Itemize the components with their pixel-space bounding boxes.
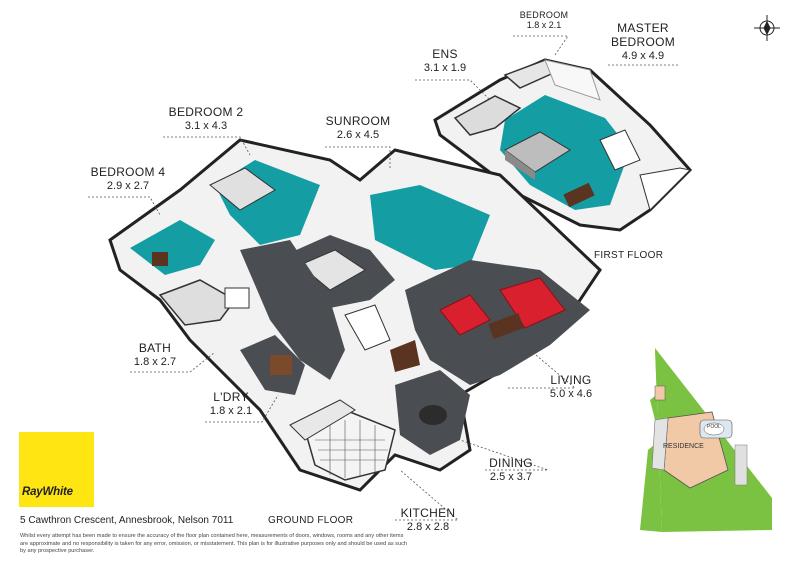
room-dim: 3.1 x 1.9 (423, 61, 467, 74)
compass-icon (754, 15, 780, 41)
label-bedroom-small: BEDROOM 1.8 x 2.1 (515, 10, 573, 31)
label-ens: ENS 3.1 x 1.9 (418, 47, 472, 74)
room-name: ENS (432, 47, 458, 61)
label-master-bedroom: MASTER BEDROOM 4.9 x 4.9 (598, 21, 688, 62)
room-name: BEDROOM 2 (168, 105, 244, 119)
room-name: L'DRY (213, 390, 249, 404)
room-dim: 2.8 x 2.8 (406, 520, 450, 533)
room-dim: 1.8 x 2.1 (209, 404, 253, 417)
site-residence-label: RESIDENCE (663, 443, 704, 450)
callout-lines (88, 35, 680, 521)
label-bath: BATH 1.8 x 2.7 (124, 341, 186, 368)
room-name: MASTER (617, 21, 669, 35)
room-name: BEDROOM 4 (90, 165, 166, 179)
label-bedroom-4: BEDROOM 4 2.9 x 2.7 (88, 165, 168, 192)
ground-floor-label: GROUND FLOOR (268, 515, 354, 526)
room-name: LIVING (550, 373, 592, 387)
room-name: BEDROOM (610, 34, 676, 49)
sunroom-floor (370, 185, 490, 270)
brand-name: RayWhite (22, 486, 73, 498)
label-kitchen: KITCHEN 2.8 x 2.8 (396, 506, 460, 533)
raywhite-logo: RayWhite (19, 432, 94, 507)
label-sunroom: SUNROOM 2.6 x 4.5 (320, 114, 396, 141)
room-name: KITCHEN (400, 506, 456, 520)
label-living: LIVING 5.0 x 4.6 (540, 373, 602, 400)
room-dim: 1.8 x 2.7 (133, 355, 177, 368)
first-floor-plan (433, 58, 693, 232)
room-name: SUNROOM (325, 114, 391, 128)
label-bedroom-2: BEDROOM 2 3.1 x 4.3 (166, 105, 246, 132)
room-dim: 2.5 x 3.7 (489, 470, 533, 483)
ground-floor-plan (108, 138, 602, 492)
sofa (439, 294, 491, 336)
room-dim: 2.9 x 2.7 (106, 179, 150, 192)
label-dining: DINING 2.5 x 3.7 (480, 456, 542, 483)
room-dim: 3.1 x 4.3 (184, 119, 228, 132)
room-name: DINING (489, 456, 533, 470)
room-dim: 1.8 x 2.1 (526, 20, 562, 31)
room-dim: 2.6 x 4.5 (336, 128, 380, 141)
room-dim: 5.0 x 4.6 (549, 387, 593, 400)
room-name: BEDROOM (519, 10, 569, 20)
disclaimer-text: Whilst every attempt has been made to en… (20, 533, 407, 555)
room-dim: 4.9 x 4.9 (621, 49, 665, 62)
site-plan (640, 348, 772, 532)
label-laundry: L'DRY 1.8 x 2.1 (200, 390, 262, 417)
room-name: BATH (138, 341, 172, 355)
property-address: 5 Cawthron Crescent, Annesbrook, Nelson … (20, 515, 234, 526)
bedroom4-floor (130, 220, 215, 275)
site-pool-label: POOL (707, 424, 721, 430)
first-floor-label: FIRST FLOOR (594, 250, 664, 261)
